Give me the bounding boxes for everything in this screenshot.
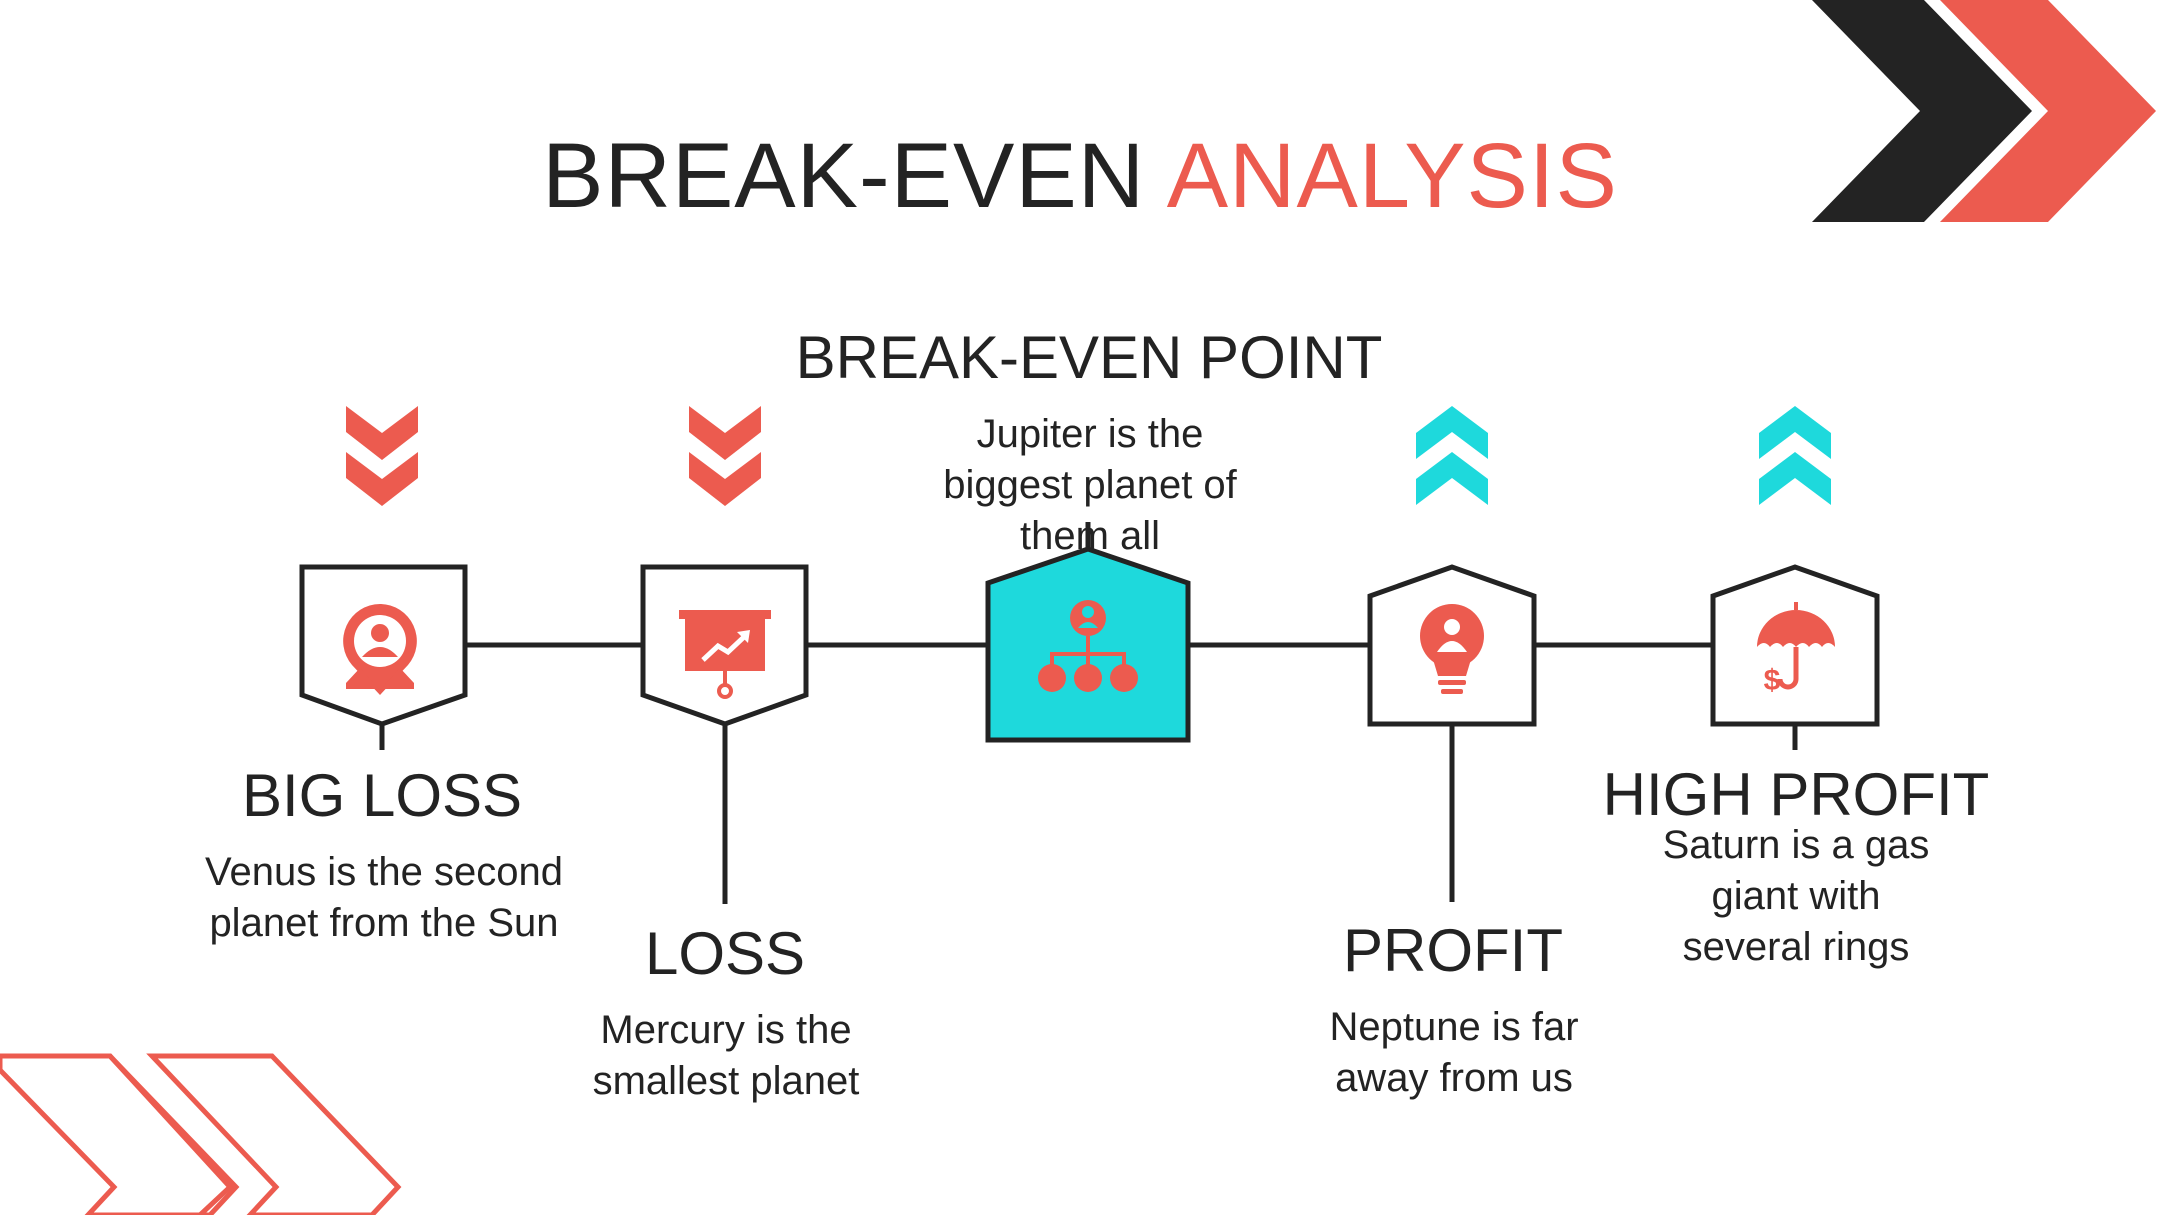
trend-loss-down-chevrons-icon <box>689 406 761 506</box>
decor-chevron-red <box>1940 0 2156 222</box>
presentation-board-icon <box>679 610 771 699</box>
stage-heading-big-loss: BIG LOSS <box>241 762 523 829</box>
node-profit <box>1367 564 1537 727</box>
svg-text:$: $ <box>1764 664 1781 697</box>
decor-bottom-chevron-outline-3 <box>0 1053 240 1215</box>
lightbulb-person-icon <box>1420 604 1484 694</box>
stage-description-high-profit: Saturn is a gas giant with several rings <box>1662 823 1930 969</box>
stage-heading-loss: LOSS <box>644 920 806 987</box>
decor-bottom-chevron-outline-2 <box>146 1053 402 1215</box>
org-chart-icon <box>1038 600 1138 692</box>
stage-heading-profit: PROFIT <box>1343 917 1563 984</box>
node-big-loss <box>299 564 468 727</box>
trend-profit-up-chevrons-icon <box>1416 406 1488 505</box>
trend-big-loss-down-chevrons-icon <box>346 406 418 506</box>
decor-chevron-dark <box>1812 0 2032 222</box>
node-high-profit: $ <box>1710 564 1880 727</box>
stage-description-big-loss: Venus is the second planet from the Sun <box>204 850 564 945</box>
node-loss <box>640 564 809 727</box>
node-break-even <box>985 546 1191 743</box>
title-main: BREAK-EVEN <box>542 125 1146 227</box>
stage-description-break-even: Jupiter is the biggest planet of them al… <box>943 412 1237 558</box>
umbrella-dollar-icon: $ <box>1757 602 1835 697</box>
stage-description-profit: Neptune is far away from us <box>1329 1005 1579 1100</box>
trend-high-profit-up-chevrons-icon <box>1759 406 1831 505</box>
stage-heading-break-even: BREAK-EVEN POINT <box>795 324 1383 391</box>
title-accent: ANALYSIS <box>1166 125 1618 227</box>
stage-heading-high-profit: HIGH PROFIT <box>1602 761 1990 828</box>
map-pin-person-icon <box>343 604 417 695</box>
slide-title: BREAK-EVEN ANALYSIS <box>0 130 2160 222</box>
stage-description-loss: Mercury is the smallest planet <box>592 1008 860 1103</box>
